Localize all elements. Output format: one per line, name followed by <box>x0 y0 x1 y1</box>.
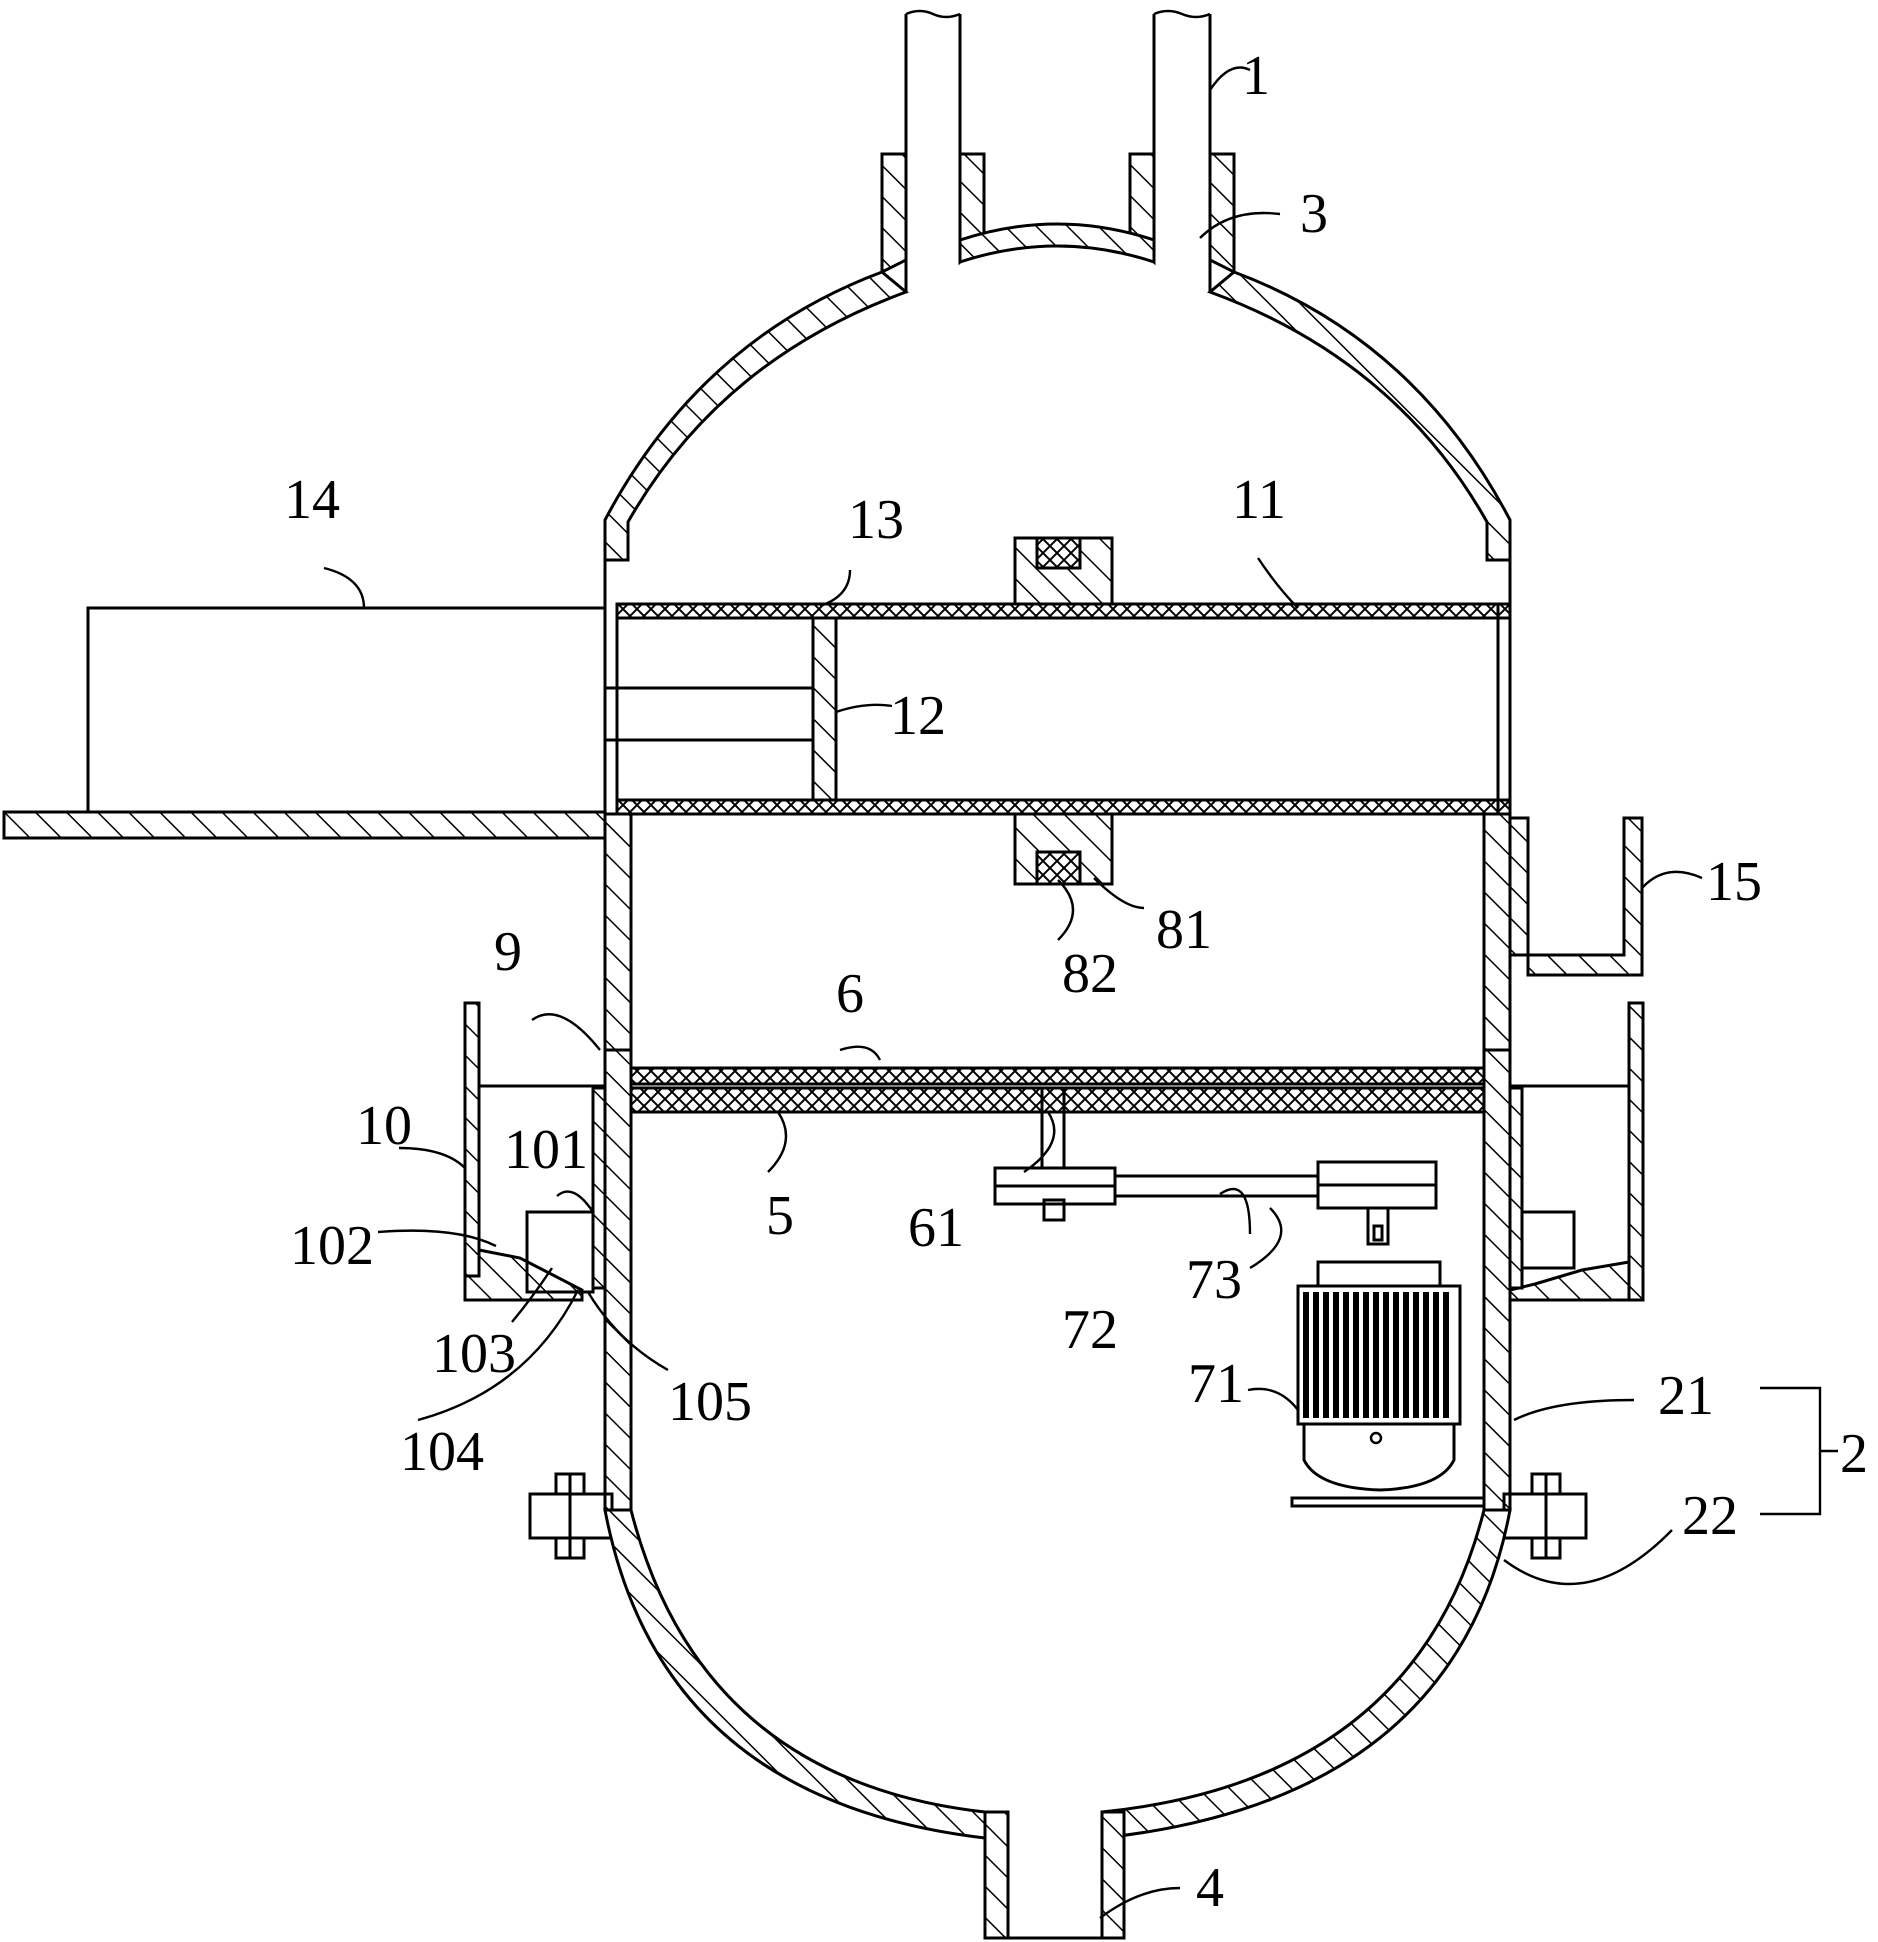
driven-pulley <box>993 1166 1117 1206</box>
belt <box>1115 1174 1318 1198</box>
label-72: 72 <box>1062 1299 1118 1361</box>
drive-pulley <box>1316 1160 1438 1246</box>
label-4: 4 <box>1196 1857 1224 1919</box>
label-5: 5 <box>766 1185 794 1247</box>
discharge-pipe <box>983 1810 1126 1940</box>
left-collecting-trough <box>463 1001 607 1302</box>
label-104: 104 <box>400 1421 484 1483</box>
label-13: 13 <box>848 489 904 551</box>
support-arm <box>2 810 607 840</box>
collecting-box <box>1508 816 1644 977</box>
sieve-plates <box>479 1066 1642 1114</box>
right-flange-bolt <box>1502 1472 1588 1560</box>
feed-pipe <box>904 9 1212 154</box>
label-6: 6 <box>836 963 864 1025</box>
push-plate <box>603 616 838 802</box>
label-2: 2 <box>1840 1423 1868 1485</box>
label-3: 3 <box>1300 183 1328 245</box>
label-10: 10 <box>356 1095 412 1157</box>
label-101: 101 <box>504 1119 588 1181</box>
label-102: 102 <box>290 1215 374 1277</box>
left-flange-bolt <box>528 1472 614 1560</box>
top-slide-block <box>1013 536 1114 606</box>
label-71: 71 <box>1188 1353 1244 1415</box>
label-22: 22 <box>1682 1485 1738 1547</box>
leader-lines <box>323 66 1703 1919</box>
label-12: 12 <box>890 685 946 747</box>
label-21: 21 <box>1658 1365 1714 1427</box>
label-82: 82 <box>1062 943 1118 1005</box>
motor <box>1290 1260 1486 1508</box>
label-73: 73 <box>1186 1249 1242 1311</box>
label-11: 11 <box>1232 469 1286 531</box>
right-collecting-trough <box>1508 1001 1645 1302</box>
label-103: 103 <box>432 1323 516 1385</box>
top-cover <box>603 152 1512 562</box>
label-15: 15 <box>1706 851 1762 913</box>
cylinder-box <box>86 606 607 814</box>
label-61: 61 <box>908 1197 964 1259</box>
label-1: 1 <box>1242 45 1270 107</box>
label-14: 14 <box>284 469 340 531</box>
label-9: 9 <box>494 921 522 983</box>
label-81: 81 <box>1156 899 1212 961</box>
label-105: 105 <box>668 1371 752 1433</box>
bottom-slide-block <box>1013 812 1114 886</box>
bottom-cover <box>603 1508 1512 1840</box>
